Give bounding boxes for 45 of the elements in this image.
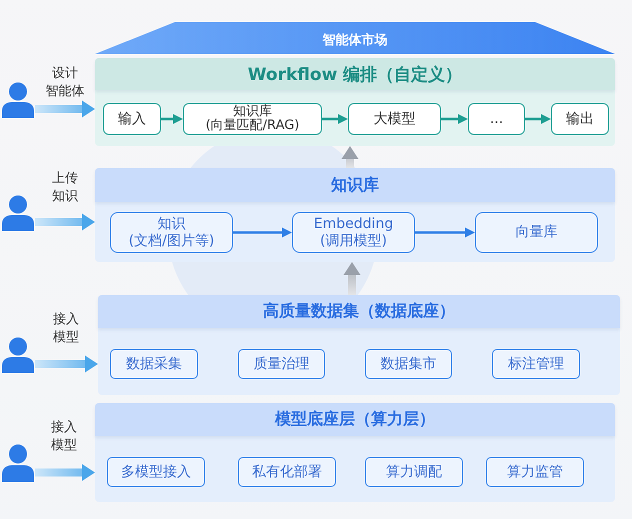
module-box: 质量治理 <box>238 349 325 379</box>
step-box: 知识库(向量匹配/RAG) <box>183 103 322 135</box>
module-box: 多模型接入 <box>107 457 205 487</box>
arrow <box>161 114 183 124</box>
module-box: 标注管理 <box>492 349 580 379</box>
role-label: 设计智能体 <box>44 65 86 101</box>
step-box: ... <box>468 103 525 135</box>
panel-header: 高质量数据集（数据底座） <box>98 295 620 328</box>
step-box: 向量库 <box>475 212 598 253</box>
person-icon <box>1 337 35 373</box>
layer-panel <box>95 403 615 502</box>
step-box: Embedding (调用模型) <box>292 212 415 253</box>
panel-header: 模型底座层（算力层） <box>95 403 615 436</box>
role-label: 接入模型 <box>52 311 80 347</box>
arrow <box>322 114 348 124</box>
role-label: 接入模型 <box>50 419 78 455</box>
layer-panel <box>95 58 615 146</box>
step-box: 大模型 <box>348 103 441 135</box>
module-box: 数据集市 <box>365 349 452 379</box>
step-box: 输出 <box>551 103 609 135</box>
arrow <box>415 228 475 238</box>
panel-header: Workflow 编排（自定义） <box>95 58 615 90</box>
person-icon <box>1 444 35 482</box>
step-box: 输入 <box>103 103 161 135</box>
panel-header: 知识库 <box>95 168 615 202</box>
arrow <box>233 228 292 238</box>
arrow <box>35 214 95 230</box>
arrow <box>344 262 360 295</box>
step-box: 知识(文档/图片等) <box>110 212 233 253</box>
module-box: 数据采集 <box>110 349 198 379</box>
arrow <box>441 114 468 124</box>
arrow <box>342 146 358 168</box>
person-icon <box>1 195 35 231</box>
layer-panel <box>95 168 615 262</box>
arrow <box>35 356 98 372</box>
market-banner: 智能体市场 <box>95 22 615 54</box>
module-box: 私有化部署 <box>238 457 336 487</box>
arrow <box>35 100 95 118</box>
module-box: 算力调配 <box>365 457 463 487</box>
layer-panel <box>98 295 620 395</box>
arrow <box>35 464 95 481</box>
arrow <box>525 114 551 124</box>
module-box: 算力监管 <box>486 457 584 487</box>
person-icon <box>1 82 35 118</box>
role-label: 上传知识 <box>51 170 79 206</box>
